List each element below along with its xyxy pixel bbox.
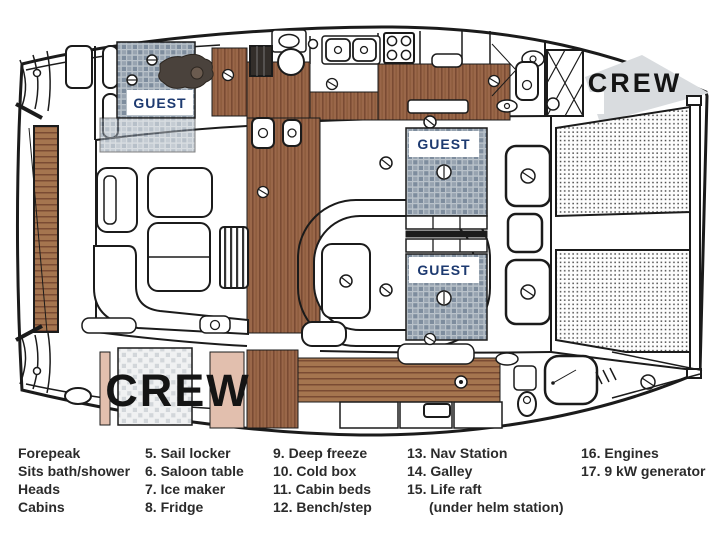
trampoline-nets <box>555 95 702 379</box>
head-shower <box>496 49 584 117</box>
trampoline-lower <box>555 249 691 353</box>
legend-item: Forepeak <box>18 445 81 461</box>
legend-item: 15. Life raft <box>407 481 482 497</box>
legend-column-5: 16. Engines 17. 9 kW generator <box>581 444 706 480</box>
bench-step <box>93 245 249 336</box>
legend-item: 9. Deep freeze <box>273 445 368 461</box>
legend-column-3: 9. Deep freeze 10. Cold box 11. Cabin be… <box>273 444 372 516</box>
bow-crossbeam <box>689 101 701 375</box>
stern-platform <box>15 45 93 405</box>
legend-item: 17. 9 kW generator <box>581 463 706 479</box>
legend-item: 6. Saloon table <box>145 463 244 479</box>
forepeak <box>495 351 701 417</box>
legend-item: 14. Galley <box>407 463 473 479</box>
crew-bed-aft <box>117 347 193 426</box>
legend-item: Heads <box>18 481 61 497</box>
legend-item: 8. Fridge <box>145 499 204 515</box>
legend-column-1: Forepeak Sits bath/shower Heads Cabins <box>18 444 130 516</box>
cockpit-seating <box>81 167 249 336</box>
legend-item: 10. Cold box <box>273 463 357 479</box>
legend-item: Cabins <box>18 499 65 515</box>
crew-area-label-bow: CREW <box>587 67 683 98</box>
deck-plan-drawing <box>15 25 709 437</box>
legend-item: 13. Nav Station <box>407 445 508 461</box>
legend-column-4: 13. Nav Station 14. Galley 15. Life raft… <box>407 444 564 516</box>
deck-plan: CREW CREW GUEST GUEST GUEST <box>15 25 709 437</box>
lower-hull-fixtures <box>221 68 503 429</box>
nav-station-console <box>249 45 273 77</box>
legend-item: (under helm station) <box>429 499 564 515</box>
crew-foredeck <box>585 55 709 123</box>
galley <box>249 29 517 149</box>
crew-bed-cushion <box>209 351 245 429</box>
legend-item: 7. Ice maker <box>145 481 226 497</box>
legend-item: 11. Cabin beds <box>273 481 372 497</box>
legend-item: 5. Sail locker <box>145 445 231 461</box>
dark-object <box>158 53 214 89</box>
foredeck-hatches <box>504 144 552 326</box>
crew-cabin-aft <box>99 347 245 429</box>
forepeak-berth <box>543 354 599 406</box>
legend-item: Sits bath/shower <box>18 463 131 479</box>
legend-item: 16. Engines <box>581 445 659 461</box>
guest-cabin-label-forward: GUEST <box>127 90 193 115</box>
vented-locker <box>219 226 249 289</box>
crew-area-label-stern: CREW <box>105 365 251 416</box>
guest-cabin-label-mid-aft: GUEST <box>409 257 479 283</box>
legend: Forepeak Sits bath/shower Heads Cabins 5… <box>0 440 728 546</box>
legend-column-2: 5. Sail locker 6. Saloon table 7. Ice ma… <box>145 444 244 516</box>
guest-cabin-label-mid-fore: GUEST <box>409 131 479 157</box>
legend-item: 12. Bench/step <box>273 499 372 515</box>
